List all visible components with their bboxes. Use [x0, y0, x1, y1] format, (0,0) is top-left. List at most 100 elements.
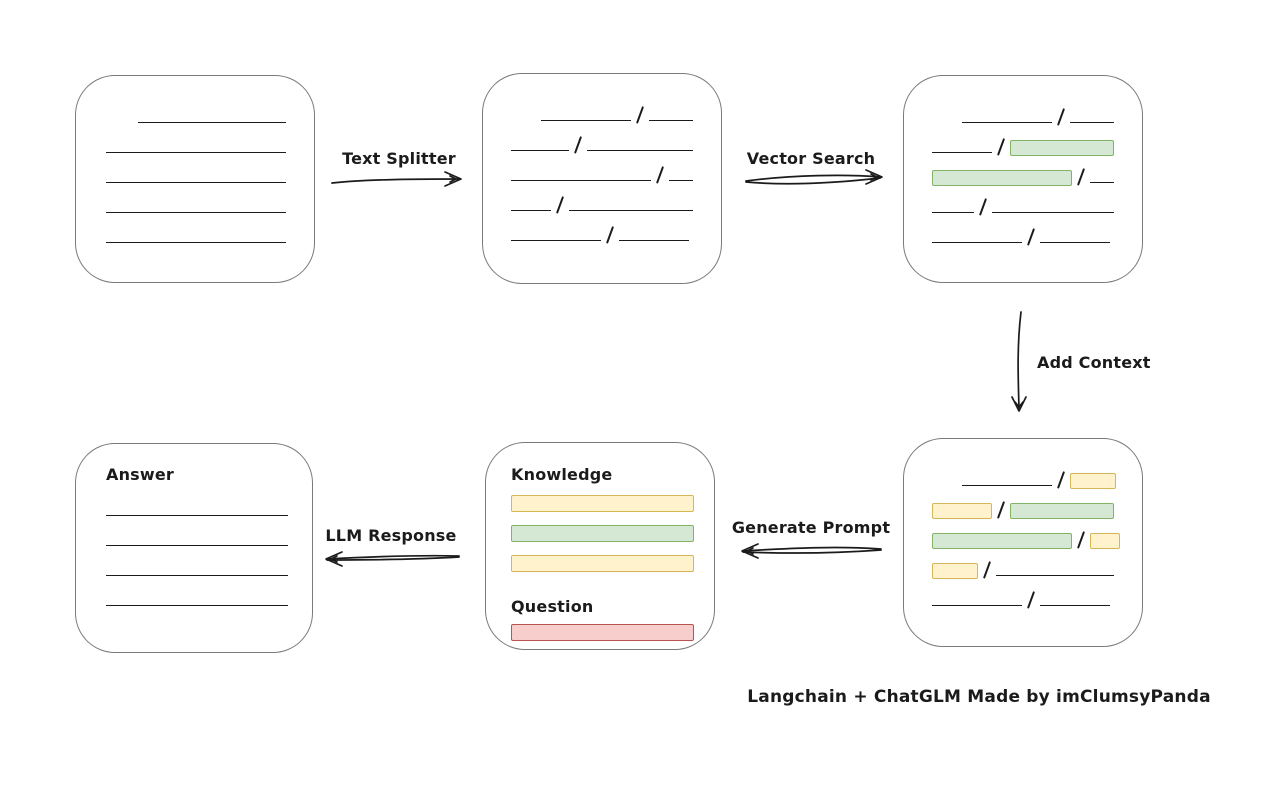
text-line: [649, 120, 694, 121]
text-line: [619, 240, 690, 241]
indent-spacer: [932, 488, 962, 489]
text-row: [511, 184, 721, 214]
text-row: [511, 624, 714, 654]
yellow-highlight-chip: [1090, 533, 1121, 549]
text-row: [932, 156, 1142, 186]
slash-separator: [605, 226, 615, 244]
vector-search-results-box: [903, 75, 1143, 283]
knowledge-bars: [511, 495, 714, 585]
text-row: [106, 216, 314, 246]
text-line: [1040, 605, 1111, 606]
text-row: [511, 154, 721, 184]
slash-separator: [1026, 591, 1036, 609]
yellow-highlight-chip: [932, 563, 978, 579]
slash-separator: [996, 501, 1006, 519]
text-row: [106, 579, 312, 609]
llm-response-label: LLM Response: [325, 526, 457, 545]
split-text-lines: [483, 74, 721, 244]
text-line: [996, 575, 1115, 576]
red-highlight-chip: [511, 624, 694, 641]
text-line: [106, 242, 286, 243]
context-lines: [904, 439, 1142, 609]
text-line: [1070, 122, 1115, 123]
slash-separator: [1056, 471, 1066, 489]
slash-separator: [655, 166, 665, 184]
green-highlight-chip: [1010, 503, 1115, 519]
add-context-label: Add Context: [1037, 353, 1151, 372]
indent-spacer: [511, 123, 541, 124]
text-splitter-arrow: [331, 171, 462, 187]
green-highlight-chip: [932, 533, 1072, 549]
yellow-highlight-chip: [932, 503, 992, 519]
text-row: [932, 489, 1142, 519]
text-line: [1040, 242, 1111, 243]
slash-separator: [982, 561, 992, 579]
slash-separator: [1076, 168, 1086, 186]
yellow-highlight-chip: [511, 495, 694, 512]
text-row: [106, 489, 312, 519]
text-line: [569, 210, 694, 211]
text-line: [106, 152, 286, 153]
text-row: [511, 495, 714, 525]
text-line: [932, 242, 1022, 243]
llm-response-arrow: [325, 551, 460, 567]
text-row: [106, 186, 314, 216]
slash-separator: [978, 198, 988, 216]
text-line: [511, 210, 551, 211]
question-bar: [511, 624, 714, 654]
text-line: [511, 150, 569, 151]
context-box: [903, 438, 1143, 647]
text-row: [932, 96, 1142, 126]
generate-prompt-label: Generate Prompt: [731, 518, 891, 537]
add-context-arrow: [1011, 311, 1027, 412]
text-row: [106, 156, 314, 186]
text-line: [962, 122, 1052, 123]
text-line: [511, 180, 651, 181]
text-row: [932, 459, 1142, 489]
search-result-lines: [904, 76, 1142, 246]
text-splitter-label: Text Splitter: [342, 149, 456, 168]
yellow-highlight-chip: [1070, 473, 1117, 489]
text-line: [1090, 182, 1115, 183]
text-line: [932, 152, 992, 153]
slash-separator: [573, 136, 583, 154]
vector-search-label: Vector Search: [746, 149, 876, 168]
text-row: [106, 519, 312, 549]
split-text-box: [482, 73, 722, 284]
question-label: Question: [511, 597, 594, 616]
text-row: [932, 126, 1142, 156]
text-row: [511, 214, 721, 244]
text-row: [932, 519, 1142, 549]
green-highlight-chip: [511, 525, 694, 542]
answer-label: Answer: [106, 465, 175, 484]
slash-separator: [1026, 228, 1036, 246]
text-line: [106, 605, 288, 606]
text-row: [511, 525, 714, 555]
indent-spacer: [932, 125, 962, 126]
slash-separator: [1056, 108, 1066, 126]
slash-separator: [996, 138, 1006, 156]
text-row: [932, 216, 1142, 246]
answer-box: Answer: [75, 443, 313, 653]
knowledge-label: Knowledge: [511, 465, 613, 484]
text-row: [106, 549, 312, 579]
text-row: [932, 186, 1142, 216]
yellow-highlight-chip: [511, 555, 694, 572]
answer-lines: [106, 489, 312, 609]
text-line: [511, 240, 601, 241]
document-lines: [76, 76, 314, 246]
text-row: [511, 124, 721, 154]
green-highlight-chip: [932, 170, 1072, 186]
text-row: [511, 555, 714, 585]
text-line: [932, 212, 974, 213]
prompt-box: Knowledge Question: [485, 442, 715, 650]
text-line: [541, 120, 631, 121]
text-line: [106, 182, 286, 183]
indent-spacer: [106, 125, 138, 126]
vector-search-arrow: [745, 169, 883, 185]
slash-separator: [635, 106, 645, 124]
text-line: [106, 575, 288, 576]
text-row: [932, 549, 1142, 579]
text-row: [511, 94, 721, 124]
